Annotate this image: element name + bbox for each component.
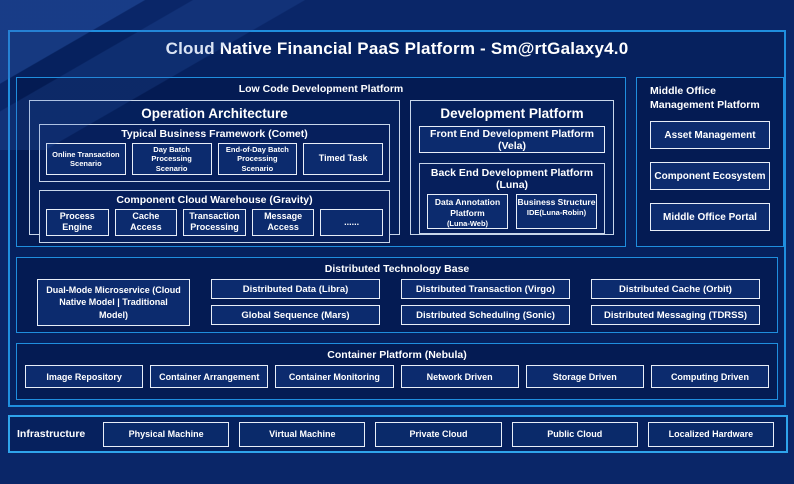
box-distributed-scheduling-sonic: Distributed Scheduling (Sonic) — [401, 305, 570, 325]
low-code-label: Low Code Development Platform — [238, 83, 404, 95]
infrastructure-label: Infrastructure — [17, 428, 86, 440]
component-cloud-warehouse-box: Component Cloud Warehouse (Gravity) Proc… — [39, 190, 390, 243]
low-code-content-row: Operation Architecture Typical Business … — [29, 100, 614, 243]
development-platform-title: Development Platform — [440, 106, 584, 121]
operation-architecture-box: Operation Architecture Typical Business … — [29, 100, 400, 243]
box-end-of-day-batch-processing-scenario: End-of-Day Batch Processing Scenario — [217, 143, 298, 176]
box-cache-access: Cache Access — [114, 209, 178, 236]
box-virtual-machine: Virtual Machine — [239, 421, 366, 447]
distributed-column-2: Distributed Transaction (Virgo) Distribu… — [401, 279, 570, 326]
box-computing-driven: Computing Driven — [650, 365, 770, 388]
box-process-engine: Process Engine — [46, 209, 109, 236]
box-network-driven: Network Driven — [400, 365, 519, 388]
distributed-column-3: Distributed Cache (Orbit) Distributed Me… — [591, 279, 760, 326]
box-transaction-processing: Transaction Processing — [183, 209, 246, 236]
box-dual-mode-microservice: Dual-Mode Microservice (Cloud Native Mod… — [37, 279, 190, 326]
box-container-monitoring: Container Monitoring — [275, 365, 394, 388]
box-distributed-transaction-virgo: Distributed Transaction (Virgo) — [401, 279, 570, 299]
section-middle-office-management-platform: Middle Office Management Platform Asset … — [636, 77, 784, 247]
box-online-transaction-scenario: Online Transaction Scenario — [46, 143, 126, 176]
middle-office-items: Asset Management Component Ecosystem Mid… — [650, 121, 770, 232]
box-localized-hardware: Localized Hardware — [647, 421, 775, 447]
typical-business-framework-box: Typical Business Framework (Comet) Onlin… — [39, 124, 390, 183]
box-storage-driven: Storage Driven — [525, 365, 644, 388]
box-message-access: Message Access — [251, 209, 315, 236]
box-day-batch-processing-scenario: Day Batch Processing Scenario — [131, 143, 212, 176]
business-structure-sub: IDE(Luna-Robin) — [526, 208, 587, 218]
section-container-platform-nebula: Container Platform (Nebula) Image Reposi… — [16, 343, 778, 400]
box-public-cloud: Public Cloud — [511, 421, 638, 447]
middle-office-label: Middle Office Management Platform — [650, 85, 760, 111]
container-platform-items: Image Repository Container Arrangement C… — [17, 365, 777, 388]
back-end-development-platform-label: Back End Development Platform (Luna) — [430, 167, 594, 191]
distributed-column-1: Distributed Data (Libra) Global Sequence… — [211, 279, 380, 326]
section-low-code-development-platform: Low Code Development Platform Operation … — [16, 77, 626, 247]
box-asset-management: Asset Management — [650, 121, 770, 150]
box-front-end-development-platform-vela: Front End Development Platform (Vela) — [419, 126, 605, 153]
box-distributed-messaging-tdrss: Distributed Messaging (TDRSS) — [591, 305, 760, 325]
box-timed-task: Timed Task — [303, 143, 383, 176]
data-annotation-sub: (Luna-Web) — [446, 219, 489, 229]
box-distributed-cache-orbit: Distributed Cache (Orbit) — [591, 279, 760, 299]
operation-architecture-title: Operation Architecture — [141, 106, 288, 121]
component-cloud-warehouse-label: Component Cloud Warehouse (Gravity) — [116, 194, 313, 207]
back-end-items: Data Annotation Platform (Luna-Web) Busi… — [420, 194, 604, 233]
page-title: Cloud Native Financial PaaS Platform - S… — [165, 39, 629, 58]
distributed-content-row: Dual-Mode Microservice (Cloud Native Mod… — [17, 279, 777, 326]
section-distributed-technology-base: Distributed Technology Base Dual-Mode Mi… — [16, 257, 778, 333]
box-middle-office-portal: Middle Office Portal — [650, 203, 770, 232]
business-structure-main: Business Structure — [517, 197, 596, 207]
box-distributed-data-libra: Distributed Data (Libra) — [211, 279, 380, 299]
development-platform-box: Development Platform Front End Developme… — [410, 100, 614, 235]
platform-frame: Cloud Native Financial PaaS Platform - S… — [8, 30, 786, 407]
business-framework-items: Online Transaction Scenario Day Batch Pr… — [40, 143, 389, 181]
box-data-annotation-platform-luna-web: Data Annotation Platform (Luna-Web) — [427, 194, 508, 229]
box-ellipsis: ...... — [320, 209, 383, 236]
box-physical-machine: Physical Machine — [103, 421, 230, 447]
box-private-cloud: Private Cloud — [375, 421, 502, 447]
typical-business-framework-label: Typical Business Framework (Comet) — [121, 128, 308, 140]
distributed-technology-base-label: Distributed Technology Base — [324, 263, 470, 275]
box-global-sequence-mars: Global Sequence (Mars) — [211, 305, 380, 325]
box-image-repository: Image Repository — [25, 365, 144, 388]
section-infrastructure: Infrastructure Physical Machine Virtual … — [8, 415, 788, 453]
box-container-arrangement: Container Arrangement — [150, 365, 269, 388]
container-platform-label: Container Platform (Nebula) — [327, 349, 467, 361]
data-annotation-main: Data Annotation Platform — [434, 197, 501, 219]
box-component-ecosystem: Component Ecosystem — [650, 162, 770, 191]
cloud-warehouse-items: Process Engine Cache Access Transaction … — [40, 209, 389, 242]
box-business-structure-ide-luna-robin: Business Structure IDE(Luna-Robin) — [516, 194, 597, 229]
back-end-development-platform-box: Back End Development Platform (Luna) Dat… — [419, 163, 605, 234]
